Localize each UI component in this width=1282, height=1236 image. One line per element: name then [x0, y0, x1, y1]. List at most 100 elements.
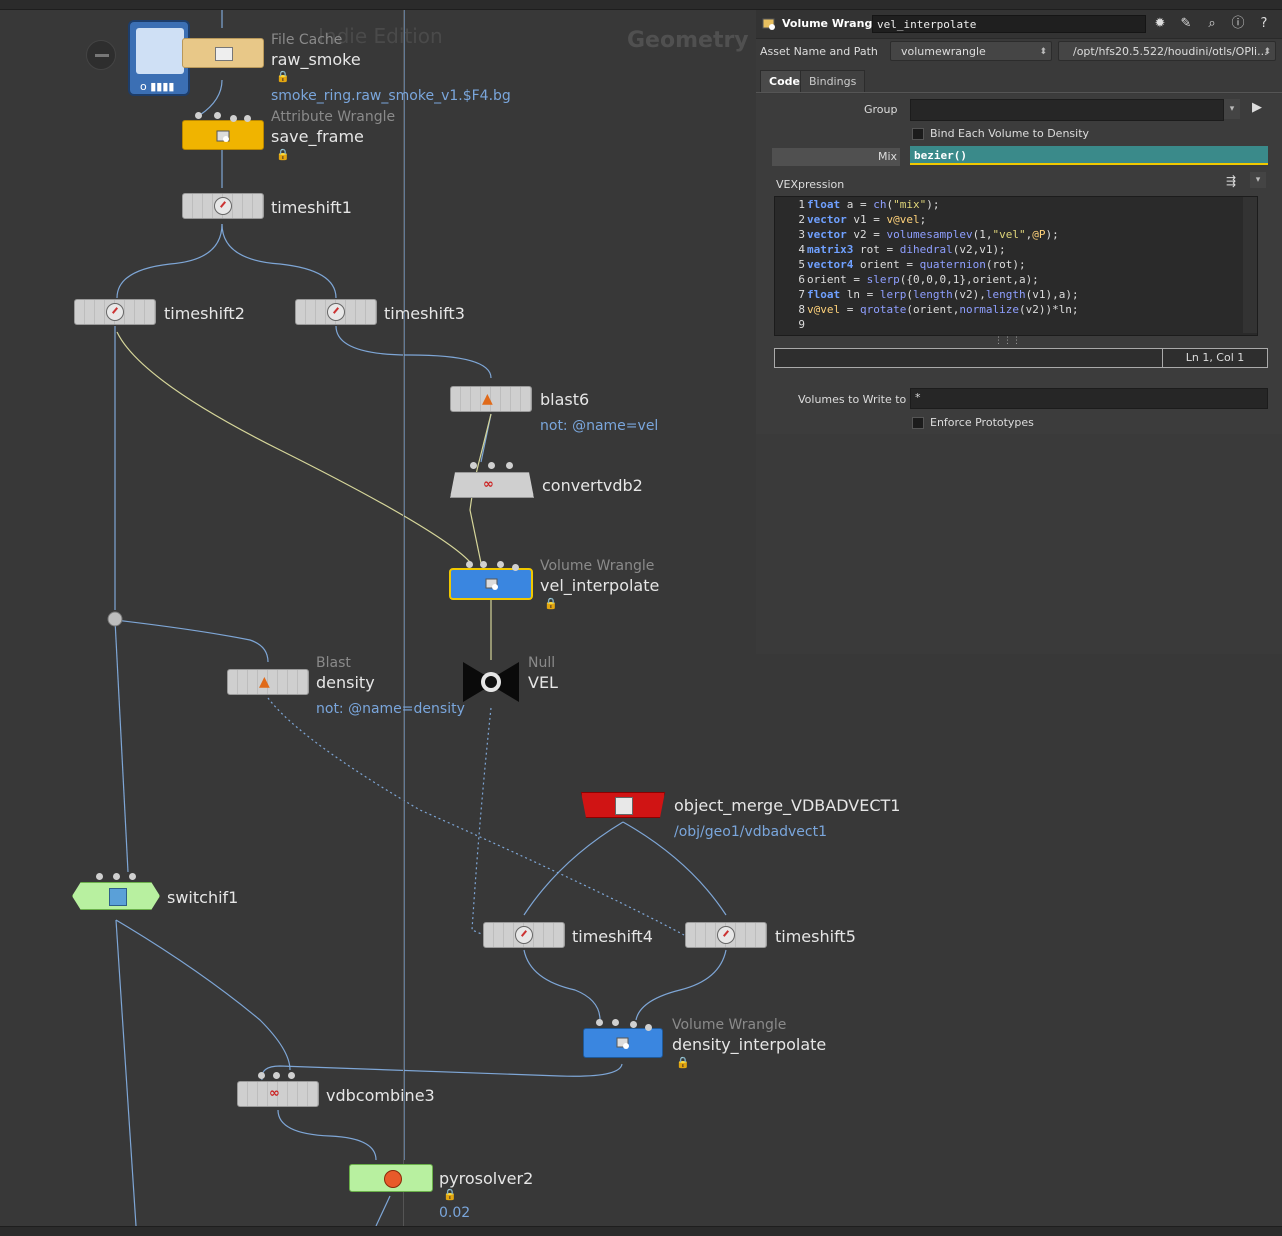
input-dot[interactable] [630, 1021, 637, 1028]
node-name-input[interactable]: vel_interpolate [872, 15, 1146, 33]
input-dot[interactable] [258, 1072, 265, 1079]
code-line: orient = slerp({0,0,0,1},orient,a); [807, 273, 1039, 286]
raw-smoke-node[interactable] [182, 38, 264, 68]
input-dot[interactable] [497, 561, 504, 568]
density-interpolate-node[interactable] [583, 1028, 663, 1058]
density-blast-node[interactable]: ▲ [227, 669, 309, 695]
panel-title-bar: Volume Wrangle vel_interpolate ✹ ✎ ⌕ ⓘ ? [756, 10, 1282, 39]
timeshift3-label: timeshift3 [384, 304, 465, 323]
line-number: 7 [798, 288, 805, 301]
code-line: vector v1 = v@vel; [807, 213, 927, 226]
density-comment: not: @name=density [316, 701, 465, 717]
panel-tabs: Code Bindings [756, 70, 1282, 93]
vdbcombine3-label: vdbcombine3 [326, 1086, 435, 1105]
save-frame-node[interactable] [182, 120, 264, 150]
bind-density-checkbox[interactable] [912, 128, 924, 140]
input-dot[interactable] [129, 873, 136, 880]
input-dot[interactable] [470, 462, 477, 469]
brush-icon[interactable]: ✎ [1180, 16, 1192, 31]
code-scrollbar[interactable] [1243, 197, 1257, 333]
parameter-panel: Volume Wrangle vel_interpolate ✹ ✎ ⌕ ⓘ ?… [756, 10, 1282, 654]
clock-icon [106, 303, 124, 321]
gear-icon[interactable]: ✹ [1154, 16, 1166, 31]
input-dot[interactable] [512, 564, 519, 571]
input-dot[interactable] [273, 1072, 280, 1079]
input-dot[interactable] [645, 1024, 652, 1031]
help-icon[interactable]: ? [1260, 16, 1268, 31]
input-dot[interactable] [488, 462, 495, 469]
info-icon[interactable]: ⓘ [1231, 16, 1245, 31]
minus-icon[interactable] [86, 40, 116, 70]
resize-handle-icon[interactable]: ⋮⋮⋮ [994, 336, 1021, 346]
input-dot[interactable] [195, 112, 202, 119]
asset-path-select[interactable]: /opt/hfs20.5.522/houdini/otls/OPli...⬍ [1058, 41, 1276, 61]
timeshift2-node[interactable] [74, 299, 156, 325]
blast-icon: ▲ [482, 391, 493, 407]
wrangle-icon [762, 16, 778, 32]
enforce-prototypes-checkbox[interactable] [912, 417, 924, 429]
snippet-menu-icon[interactable]: ⇶ [1226, 174, 1237, 188]
asset-name-select[interactable]: volumewrangle⬍ [890, 41, 1052, 61]
blast6-node[interactable]: ▲ [450, 386, 532, 412]
input-dot[interactable] [480, 561, 487, 568]
line-number: 9 [798, 318, 805, 331]
input-dot[interactable] [244, 115, 251, 122]
convertvdb2-node[interactable]: ∞ [450, 472, 534, 498]
group-input[interactable] [910, 99, 1224, 121]
pyrosolver2-comment: 0.02 [439, 1205, 471, 1221]
watermark: Indie Edition [318, 24, 443, 48]
line-number: 1 [798, 198, 805, 211]
lock-icon: 🔒 [676, 1056, 690, 1069]
asset-path-value: /opt/hfs20.5.522/houdini/otls/OPli... [1073, 45, 1268, 58]
lock-icon: 🔒 [276, 70, 290, 83]
input-dot[interactable] [96, 873, 103, 880]
timeshift1-node[interactable] [182, 193, 264, 219]
volumes-input[interactable]: * [910, 388, 1268, 409]
fire-icon [384, 1170, 402, 1188]
disk-icon [215, 47, 233, 61]
volumes-label: Volumes to Write to [798, 393, 907, 406]
tab-code[interactable]: Code [760, 70, 809, 92]
input-dot[interactable] [288, 1072, 295, 1079]
dropdown-icon[interactable]: ▾ [1250, 172, 1266, 188]
vel-interpolate-label: vel_interpolate [540, 576, 660, 595]
vdbcombine3-node[interactable]: ∞ [237, 1081, 319, 1107]
tab-bindings[interactable]: Bindings [800, 70, 866, 92]
timeshift4-node[interactable] [483, 922, 565, 948]
op-type-label: Volume Wrangle [782, 17, 884, 30]
lock-icon: 🔒 [443, 1188, 457, 1201]
input-dot[interactable] [596, 1019, 603, 1026]
object-merge-node[interactable] [581, 792, 665, 818]
pyrosolver2-node[interactable] [349, 1164, 433, 1192]
vel-interpolate-node[interactable] [449, 568, 533, 600]
dropdown-icon[interactable]: ▾ [1224, 99, 1240, 119]
input-dot[interactable] [612, 1019, 619, 1026]
search-icon[interactable]: ⌕ [1208, 16, 1216, 31]
line-number: 3 [798, 228, 805, 241]
bind-density-label: Bind Each Volume to Density [930, 127, 1090, 140]
vel-null-node[interactable] [461, 660, 521, 704]
mix-label: Mix [878, 150, 898, 163]
top-bar [0, 0, 1282, 10]
input-dot[interactable] [214, 112, 221, 119]
mix-label-bg [772, 148, 900, 166]
input-dot[interactable] [113, 873, 120, 880]
arrow-cursor-icon[interactable]: ▶ [1252, 100, 1262, 115]
enforce-prototypes-label: Enforce Prototypes [930, 416, 1034, 429]
file-cache-icon[interactable]: o ▮▮▮▮ [128, 20, 190, 96]
convertvdb2-label: convertvdb2 [542, 476, 643, 495]
merge-icon [615, 797, 633, 815]
timeshift5-node[interactable] [685, 922, 767, 948]
vdb-icon: ∞ [269, 1086, 280, 1101]
timeshift3-node[interactable] [295, 299, 377, 325]
vel-interpolate-type: Volume Wrangle [540, 558, 655, 574]
input-dot[interactable] [230, 115, 237, 122]
input-dot[interactable] [506, 462, 513, 469]
switchif1-node[interactable] [72, 882, 160, 910]
bottom-bar [0, 1226, 1282, 1236]
mix-input[interactable]: bezier() [910, 146, 1268, 165]
save-frame-type: Attribute Wrangle [271, 109, 396, 125]
input-dot[interactable] [466, 561, 473, 568]
